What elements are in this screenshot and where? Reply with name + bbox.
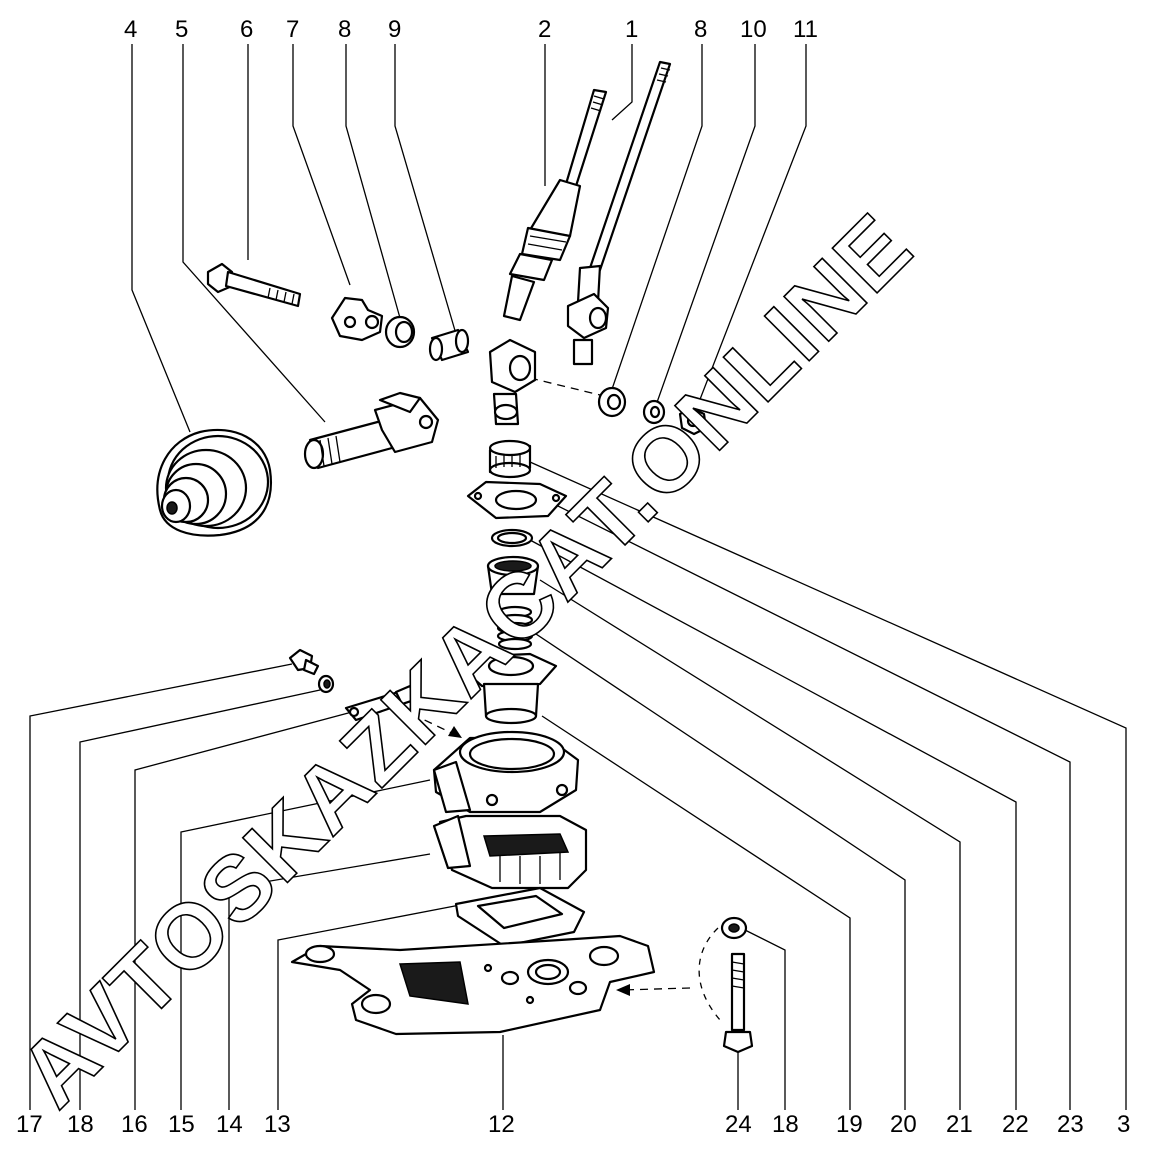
leader-18a	[79, 689, 321, 1110]
leader-1	[611, 44, 633, 121]
label-24: 24	[725, 1111, 752, 1138]
nut-part-11	[678, 406, 708, 436]
label-15: 15	[168, 1111, 195, 1138]
leader-7	[292, 44, 351, 286]
lever-part-2	[488, 88, 608, 426]
gasket-part-13	[454, 886, 586, 948]
leader-lines-bottom	[29, 461, 1127, 1110]
base-plate-part-12	[290, 934, 656, 1036]
label-1: 1	[625, 16, 638, 43]
label-10: 10	[740, 16, 767, 43]
label-17: 17	[16, 1111, 43, 1138]
washer-part-10	[642, 399, 666, 425]
leader-3	[529, 461, 1127, 1110]
leader-14	[228, 853, 431, 1110]
top-labels: 4 5 6 7 8 9 2 1 8 10 11	[124, 16, 818, 43]
washer-part-18b	[720, 916, 748, 940]
lower-housing-part-14	[432, 814, 588, 890]
washer-part-18a	[317, 674, 335, 694]
leader-19	[541, 715, 851, 1110]
label-8b: 8	[694, 16, 707, 43]
label-19: 19	[836, 1111, 863, 1138]
leader-5	[182, 44, 326, 423]
label-23: 23	[1057, 1111, 1084, 1138]
leader-11	[691, 44, 807, 421]
label-18a: 18	[67, 1111, 94, 1138]
boot-part-4	[156, 428, 272, 537]
washer-part-8b	[597, 386, 627, 418]
bolt-part-6	[206, 262, 302, 308]
leader-21	[539, 579, 961, 1110]
label-7: 7	[286, 16, 299, 43]
label-9: 9	[388, 16, 401, 43]
guide-part-19	[464, 652, 558, 725]
label-2: 2	[538, 16, 551, 43]
bushing-part-8a	[384, 315, 416, 349]
label-6: 6	[240, 16, 253, 43]
label-14: 14	[216, 1111, 243, 1138]
leader-23	[545, 499, 1071, 1110]
bearing-part-3	[488, 439, 532, 479]
bolt-part-24	[722, 952, 754, 1054]
label-20: 20	[890, 1111, 917, 1138]
ring-part-22	[490, 528, 534, 548]
label-13: 13	[264, 1111, 291, 1138]
leader-17	[29, 663, 293, 1110]
shaft-part-5	[303, 391, 440, 470]
leader-9	[394, 44, 457, 335]
leader-15	[180, 779, 431, 1110]
leader-lines-top	[131, 44, 807, 433]
leader-4	[131, 44, 191, 433]
label-12: 12	[488, 1111, 515, 1138]
leader-13	[277, 904, 461, 1110]
label-8a: 8	[338, 16, 351, 43]
screw-part-17	[288, 648, 320, 676]
label-21: 21	[946, 1111, 973, 1138]
label-3: 3	[1117, 1111, 1130, 1138]
leader-20	[529, 629, 906, 1110]
leader-8b	[609, 44, 703, 396]
leader-22	[529, 539, 1017, 1110]
label-4: 4	[124, 16, 137, 43]
sleeve-part-9	[428, 328, 470, 362]
label-18b: 18	[772, 1111, 799, 1138]
cup-part-21	[486, 555, 540, 596]
leader-16	[134, 711, 353, 1110]
upper-housing-part-15	[432, 730, 580, 814]
label-11: 11	[793, 16, 818, 43]
plate-part-16	[344, 684, 416, 722]
assembly-dashes	[411, 377, 721, 1021]
bracket-part-7	[330, 296, 384, 342]
label-16: 16	[121, 1111, 148, 1138]
rod-part-1	[566, 60, 672, 366]
spring-part-20	[496, 605, 534, 651]
bottom-labels: 17 18 16 15 14 13 12 24 18 19 20 21 22 2…	[16, 1111, 1130, 1138]
leader-18b	[744, 929, 786, 1110]
label-5: 5	[175, 16, 188, 43]
flange-part-23	[466, 480, 568, 520]
leader-10	[654, 44, 756, 409]
label-22: 22	[1002, 1111, 1029, 1138]
leader-8a	[345, 44, 401, 319]
